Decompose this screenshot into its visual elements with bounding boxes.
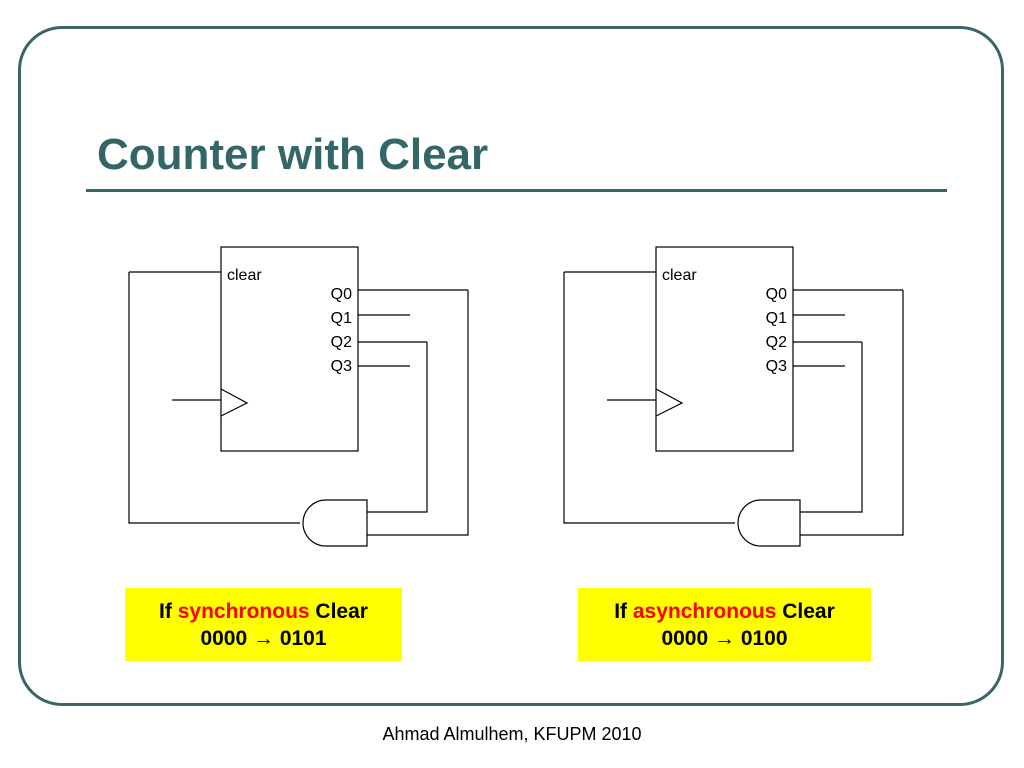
and-gate-right xyxy=(737,499,801,547)
q2-feedback-wire-left xyxy=(367,342,428,513)
clear-feedback-wire-left xyxy=(128,272,300,524)
q0-label-left: Q0 xyxy=(331,286,352,303)
note-heading-right: If asynchronous Clear xyxy=(578,598,871,625)
and-gate-left xyxy=(302,499,368,547)
counter-block-right xyxy=(655,246,794,452)
q2-feedback-wire-right xyxy=(800,342,863,513)
q2-label-right: Q2 xyxy=(766,334,787,351)
q1-label-right: Q1 xyxy=(766,310,787,327)
clock-input-triangle-left xyxy=(220,388,249,417)
slide-frame xyxy=(18,26,1004,706)
q0-feedback-wire-right xyxy=(800,290,904,536)
q3-label-left: Q3 xyxy=(331,358,352,375)
counter-circuit-right xyxy=(563,246,904,547)
note-suffix-right: Clear xyxy=(776,600,835,623)
note-prefix-left: If xyxy=(159,600,178,623)
clear-feedback-wire-right xyxy=(563,272,735,524)
q1-label-left: Q1 xyxy=(331,310,352,327)
note-accent-right: asynchronous xyxy=(632,600,777,623)
clock-input-triangle-right xyxy=(655,388,684,417)
counter-circuit-left xyxy=(128,246,469,547)
q0-feedback-wire-left xyxy=(367,290,469,536)
slide-footer: Ahmad Almulhem, KFUPM 2010 xyxy=(382,724,642,744)
note-transition-left: 0000 → 0101 xyxy=(200,627,327,650)
clear-label-left: clear xyxy=(227,267,262,284)
note-transition-right: 0000 → 0100 xyxy=(661,627,788,650)
slide-title: Counter with Clear xyxy=(97,130,489,179)
note-heading-left: If synchronous Clear xyxy=(125,598,402,625)
note-suffix-left: Clear xyxy=(309,600,368,623)
note-accent-left: synchronous xyxy=(177,600,310,623)
counter-block-left xyxy=(220,246,359,452)
q3-label-right: Q3 xyxy=(766,358,787,375)
asynchronous-clear-note: If asynchronous Clear 0000 → 0100 xyxy=(578,588,871,661)
q0-label-right: Q0 xyxy=(766,286,787,303)
title-underline xyxy=(86,189,947,192)
note-prefix-right: If xyxy=(614,600,633,623)
clear-label-right: clear xyxy=(662,267,697,284)
synchronous-clear-note: If synchronous Clear 0000 → 0101 xyxy=(125,588,402,661)
q2-label-left: Q2 xyxy=(331,334,352,351)
